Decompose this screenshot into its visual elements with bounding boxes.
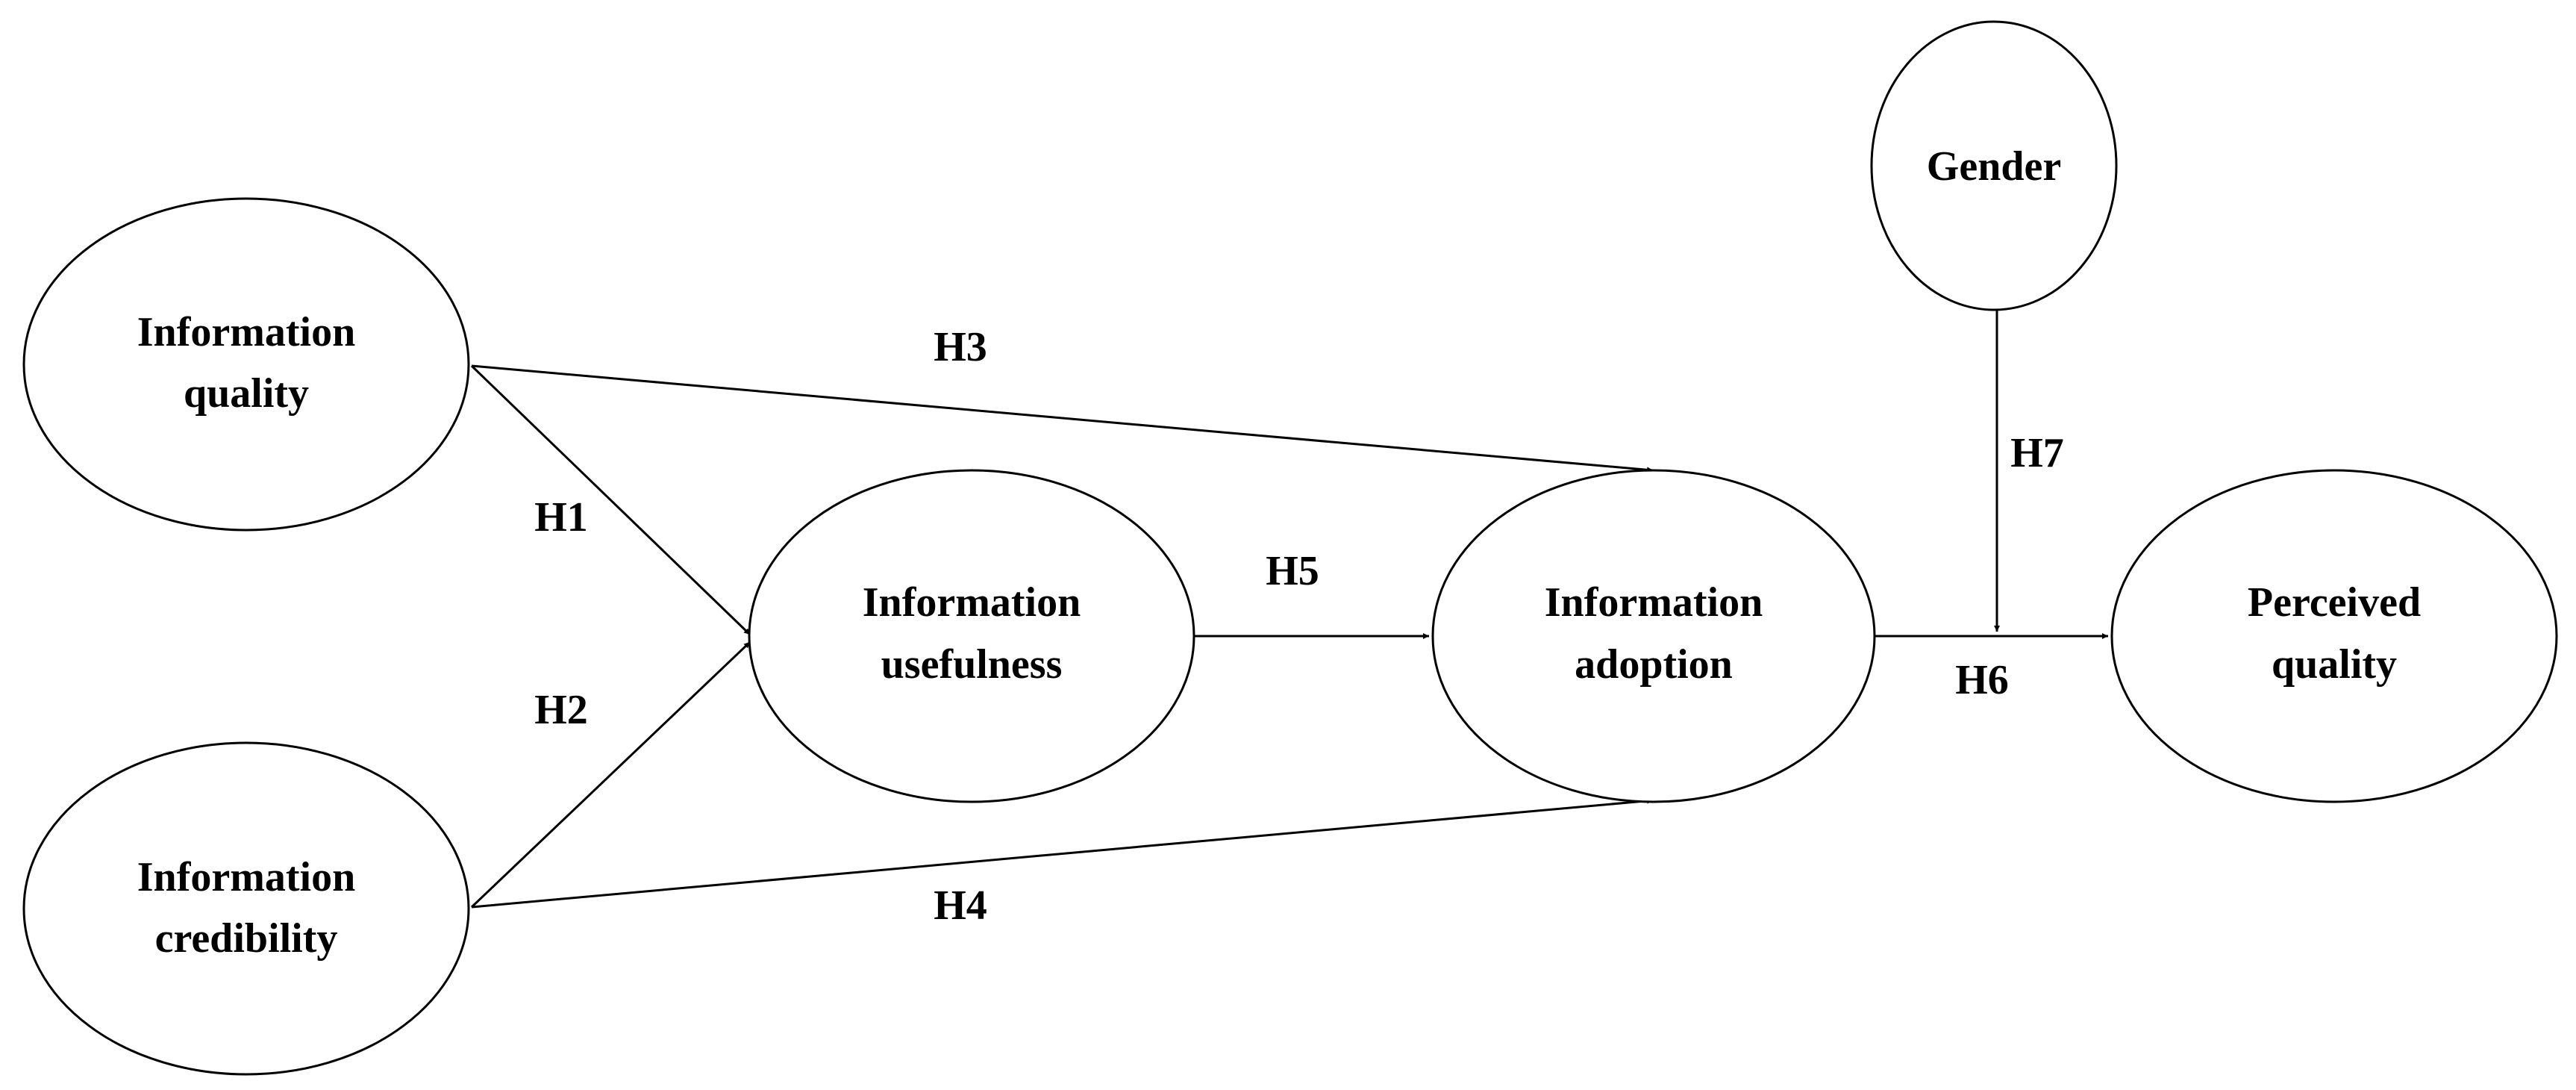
edge-h2-arrow: [470, 641, 751, 909]
node-perceived-quality: Perceived quality: [2110, 469, 2558, 803]
edge-h1-arrow: [470, 364, 751, 636]
node-information-quality: Information quality: [22, 197, 470, 532]
node-information-usefulness-label-line2: usefulness: [881, 641, 1063, 688]
edge-h2-label: H2: [534, 687, 588, 733]
edge-h5-label: H5: [1266, 548, 1319, 594]
node-perceived-quality-label-line2: quality: [2272, 641, 2397, 688]
node-information-adoption: Information adoption: [1431, 469, 1876, 803]
edge-h6-label: H6: [1955, 657, 2009, 703]
edge-h1-label: H1: [534, 494, 588, 541]
node-information-credibility-label-line2: credibility: [155, 915, 338, 962]
node-perceived-quality-label-line1: Perceived: [2248, 579, 2421, 626]
node-information-quality-label-line2: quality: [184, 370, 309, 417]
node-information-adoption-label-line1: Information: [1545, 579, 1763, 626]
node-information-usefulness-label-line1: Information: [863, 579, 1081, 626]
node-gender: Gender: [1870, 20, 2118, 311]
node-information-adoption-label-line2: adoption: [1575, 641, 1733, 688]
edge-h7-label: H7: [2010, 430, 2064, 476]
edge-h4-arrow: [471, 797, 1654, 909]
edge-h3-arrow: [471, 364, 1654, 473]
node-information-quality-label-line1: Information: [137, 309, 355, 355]
node-information-credibility-label-line1: Information: [137, 854, 355, 900]
edge-h4-label: H4: [934, 882, 987, 929]
node-gender-label: Gender: [1927, 143, 2061, 190]
node-information-credibility: Information credibility: [22, 741, 470, 1076]
edge-h3-label: H3: [934, 324, 987, 370]
node-information-usefulness: Information usefulness: [748, 469, 1195, 803]
